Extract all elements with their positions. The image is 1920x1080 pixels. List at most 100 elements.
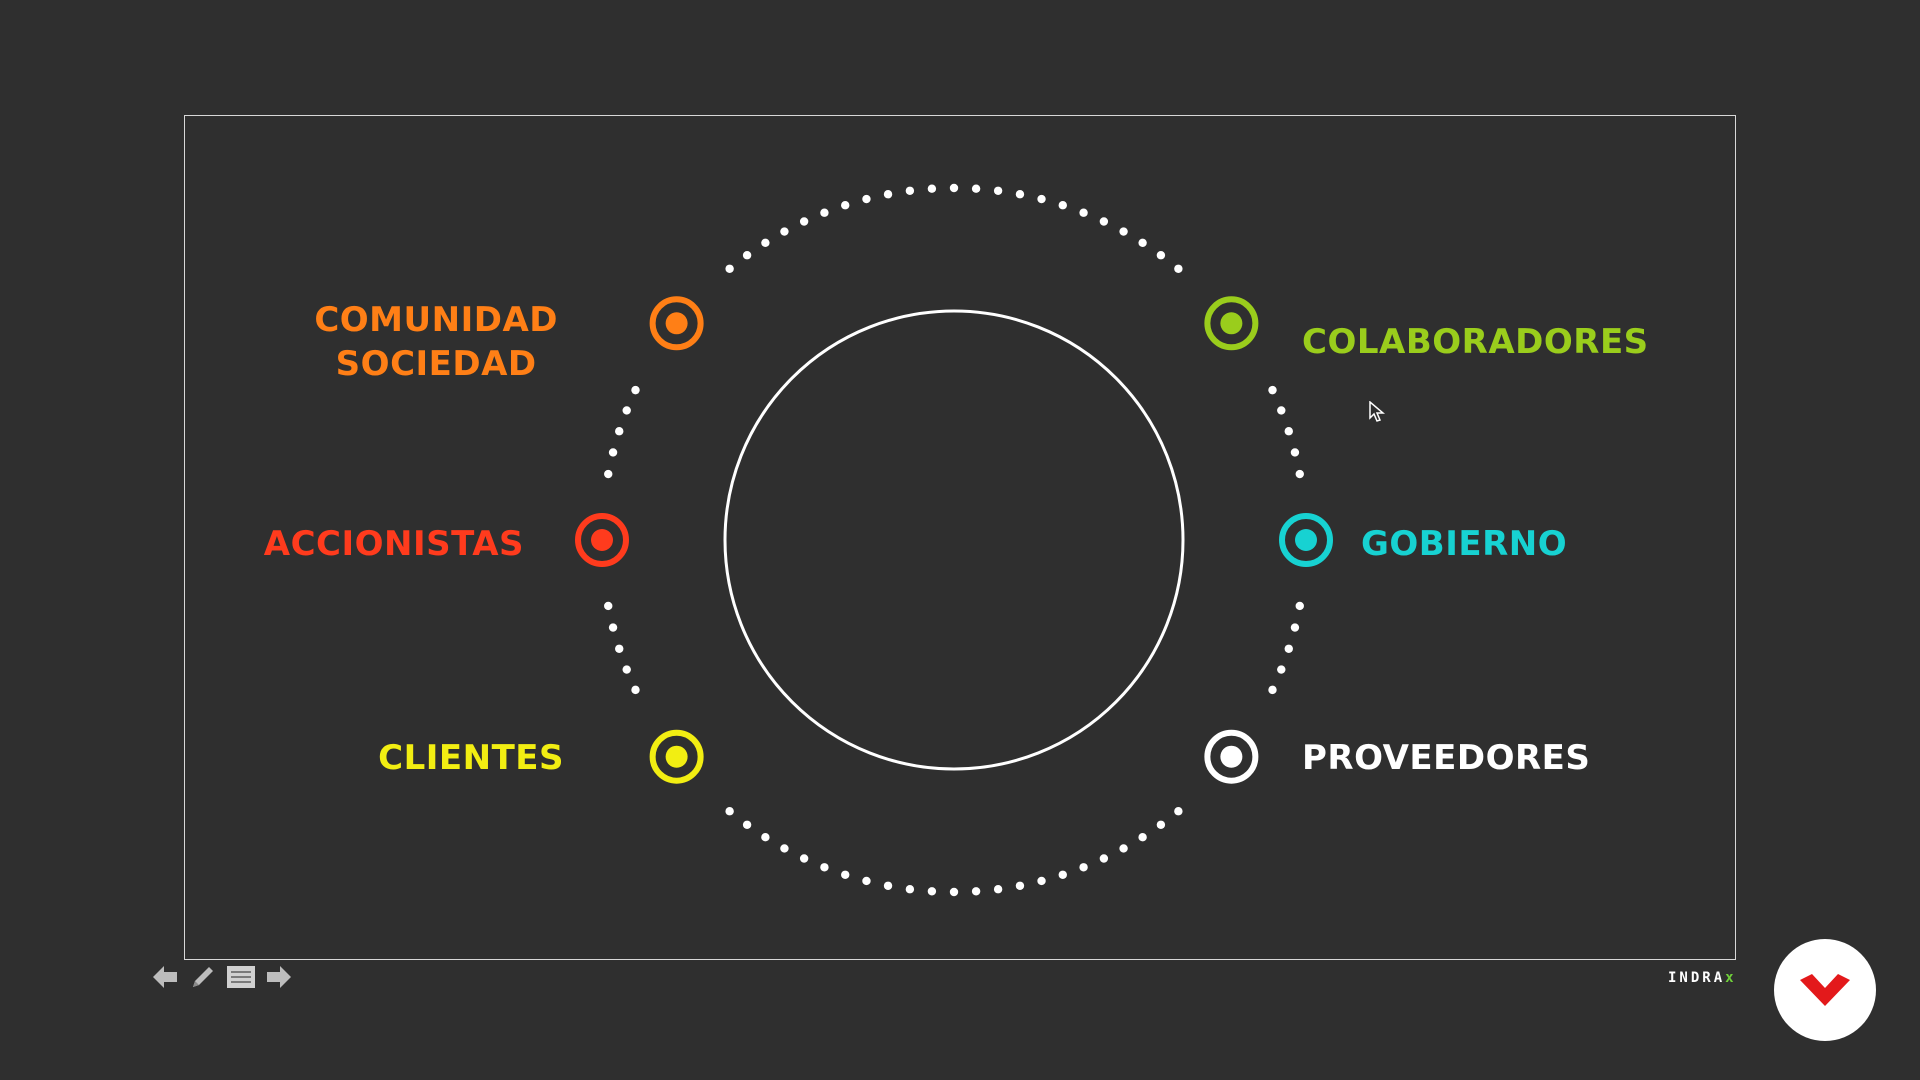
ring-dot bbox=[1079, 208, 1088, 217]
label-accionistas: ACCIONISTAS bbox=[264, 522, 524, 566]
ring-dot bbox=[1037, 876, 1046, 886]
ring-dot bbox=[1099, 217, 1109, 226]
ring-dot bbox=[1099, 854, 1109, 863]
label-gobierno: GOBIERNO bbox=[1361, 522, 1567, 566]
ring-dot bbox=[742, 251, 752, 260]
ring-dot bbox=[862, 194, 871, 204]
ring-dot bbox=[1295, 601, 1304, 611]
label-clientes: CLIENTES bbox=[378, 736, 564, 780]
marker-gobierno bbox=[1279, 513, 1333, 567]
dotted-ring bbox=[604, 183, 1304, 897]
marker-center bbox=[665, 312, 688, 335]
ring-dot bbox=[799, 854, 809, 863]
ring-dot bbox=[883, 881, 893, 890]
label-colaboradores: COLABORADORES bbox=[1302, 320, 1649, 364]
ring-dot bbox=[1015, 881, 1025, 890]
brand-wordmark: INDRAx bbox=[1668, 970, 1737, 986]
marker-ring bbox=[649, 729, 704, 784]
marker-center bbox=[1220, 745, 1243, 768]
marker-center bbox=[665, 745, 688, 768]
marker-ring bbox=[1279, 513, 1333, 567]
ring-dot bbox=[1268, 385, 1277, 395]
label-line: PROVEEDORES bbox=[1302, 738, 1591, 778]
marker-center bbox=[591, 529, 613, 551]
ring-dot bbox=[905, 186, 915, 195]
brand-text: INDRA bbox=[1668, 970, 1726, 986]
ring-dot bbox=[608, 448, 618, 457]
ring-dot bbox=[1037, 194, 1046, 204]
inner-circle bbox=[723, 309, 1185, 771]
marker-colaboradores bbox=[1204, 296, 1259, 351]
ring-dot bbox=[1268, 685, 1277, 695]
marker-comunidad bbox=[649, 296, 704, 351]
label-line: GOBIERNO bbox=[1361, 524, 1568, 564]
ring-dot bbox=[780, 227, 789, 236]
ring-dot bbox=[1058, 870, 1067, 879]
ring-dot bbox=[608, 623, 618, 632]
ring-dot bbox=[1156, 251, 1166, 260]
ring-dot bbox=[631, 685, 640, 695]
ring-dot bbox=[725, 807, 734, 816]
ring-dot bbox=[883, 190, 893, 199]
menu-icon[interactable] bbox=[226, 962, 256, 992]
ring-dot bbox=[993, 186, 1003, 195]
marker-clientes bbox=[649, 729, 704, 784]
slide-frame bbox=[184, 115, 1736, 960]
ring-dot bbox=[841, 201, 850, 210]
ring-dot bbox=[1174, 807, 1183, 816]
ring-dot bbox=[927, 184, 937, 193]
ring-dot bbox=[1277, 406, 1286, 415]
ring-dot bbox=[820, 863, 829, 872]
marker-proveedores bbox=[1204, 729, 1259, 784]
ring-dot bbox=[615, 427, 624, 436]
ring-dot bbox=[949, 887, 959, 897]
label-line: CLIENTES bbox=[378, 738, 564, 778]
red-chevron-logo-icon bbox=[1800, 974, 1850, 1006]
label-line: SOCIEDAD bbox=[335, 344, 537, 384]
ring-dot bbox=[949, 183, 959, 193]
mouse-cursor-icon bbox=[1369, 400, 1386, 428]
arrow-right-icon[interactable] bbox=[264, 962, 294, 992]
ring-dot bbox=[1138, 238, 1147, 247]
ring-dot bbox=[1290, 448, 1300, 457]
label-line: ACCIONISTAS bbox=[263, 524, 524, 564]
marker-ring bbox=[1204, 729, 1259, 784]
marker-ring bbox=[575, 513, 629, 567]
label-comunidad-sociedad: COMUNIDAD SOCIEDAD bbox=[314, 298, 558, 386]
slide-toolbar bbox=[150, 962, 294, 992]
ring-dot bbox=[971, 184, 981, 193]
marker-ring bbox=[649, 296, 704, 351]
logo-button[interactable] bbox=[1774, 939, 1876, 1041]
ring-dot bbox=[1284, 644, 1293, 653]
stakeholder-markers bbox=[575, 296, 1333, 784]
ring-dot bbox=[905, 885, 915, 894]
ring-dot bbox=[1277, 665, 1286, 674]
marker-accionistas bbox=[575, 513, 629, 567]
ring-dot bbox=[927, 887, 937, 896]
ring-dot bbox=[1058, 201, 1067, 210]
label-line: COLABORADORES bbox=[1302, 322, 1649, 362]
ring-dot bbox=[1174, 264, 1183, 273]
ring-dot bbox=[631, 385, 640, 395]
ring-dot bbox=[761, 833, 770, 842]
ring-dot bbox=[761, 238, 770, 247]
ring-dot bbox=[1156, 820, 1166, 829]
arrow-left-icon[interactable] bbox=[150, 962, 180, 992]
ring-dot bbox=[841, 870, 850, 879]
marker-center bbox=[1220, 312, 1243, 335]
pen-icon[interactable] bbox=[188, 962, 218, 992]
ring-dot bbox=[820, 208, 829, 217]
ring-dot bbox=[742, 820, 752, 829]
ring-dot bbox=[1284, 427, 1293, 436]
ring-dot bbox=[1295, 469, 1304, 479]
ring-dot bbox=[862, 876, 871, 886]
ring-dot bbox=[1015, 190, 1025, 199]
brand-mark: x bbox=[1725, 970, 1737, 986]
ring-dot bbox=[604, 601, 613, 611]
ring-dot bbox=[1290, 623, 1300, 632]
label-line: COMUNIDAD bbox=[314, 300, 558, 340]
ring-dot bbox=[1079, 863, 1088, 872]
ring-dot bbox=[615, 644, 624, 653]
ring-dot bbox=[604, 469, 613, 479]
